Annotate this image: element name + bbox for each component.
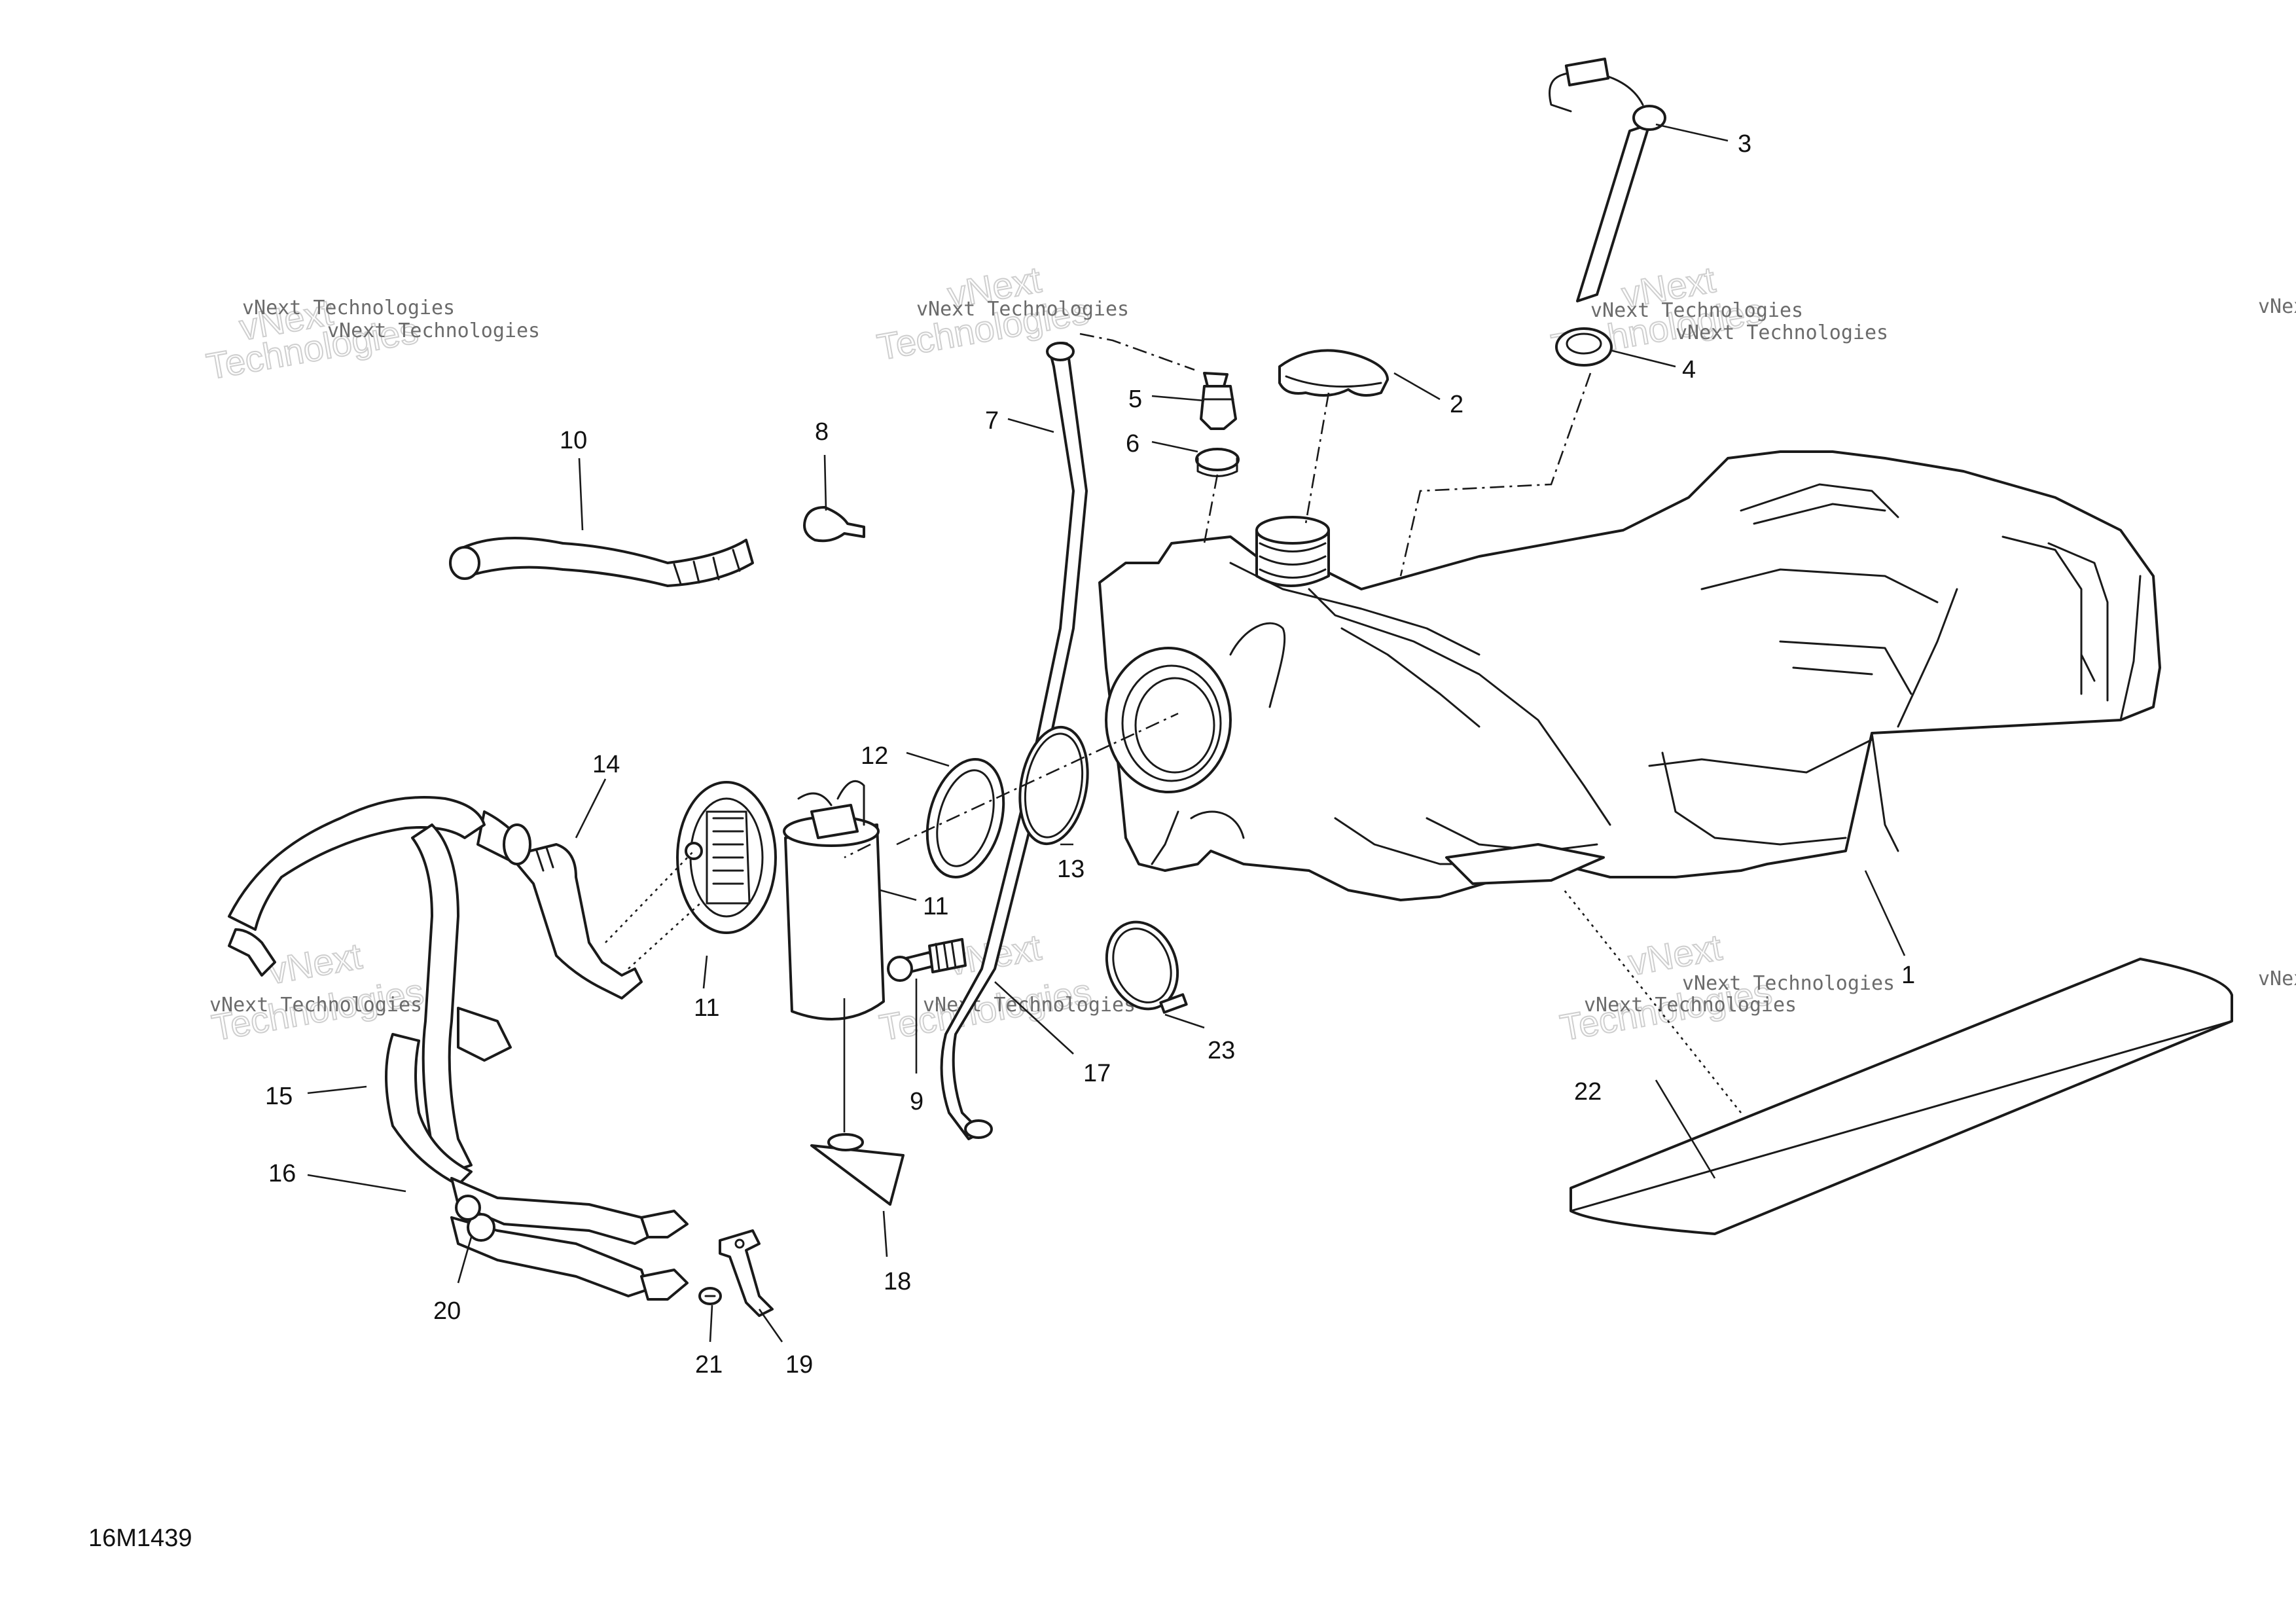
fuel-fitting (887, 938, 967, 982)
callout-2: 2 (1450, 391, 1463, 418)
callout-16: 16 (268, 1160, 296, 1187)
watermark-text: vNext Technologies (242, 297, 455, 319)
heat-shield-pad (1570, 958, 2233, 1235)
callout-12: 12 (861, 742, 888, 770)
watermark-text: vNext Technologies (1584, 994, 1797, 1017)
callout-22: 22 (1574, 1078, 1602, 1106)
fuel-cap (1278, 349, 1389, 397)
callout-13: 13 (1057, 856, 1085, 883)
callout-4: 4 (1682, 356, 1696, 384)
callout-6: 6 (1126, 430, 1139, 458)
watermark-text: vNext Technologies (327, 319, 540, 342)
callout-23: 23 (1208, 1037, 1235, 1064)
watermark-text: vNext Technologies (2258, 967, 2296, 990)
callout-labels: 1 2 3 4 5 6 7 8 9 10 11 11 12 13 14 15 1… (265, 130, 1915, 1379)
watermark-text: vNext Technologies (209, 994, 422, 1017)
callout-18: 18 (884, 1268, 911, 1295)
callout-leaders (307, 123, 1906, 1343)
callout-7: 7 (985, 407, 999, 435)
o-ring (1018, 725, 1089, 846)
hose-clamp-large (1105, 920, 1188, 1014)
mounting-bracket (719, 1229, 774, 1317)
watermark-text: vNext Technologies (916, 298, 1129, 321)
fill-hose (449, 537, 754, 587)
callout-1: 1 (1901, 962, 1915, 989)
callout-20: 20 (433, 1297, 461, 1325)
watermark-text: vNext Technologies (1676, 321, 1888, 344)
assembly-lines (605, 333, 1742, 1132)
return-hose-assembly (228, 796, 689, 1301)
callout-15: 15 (265, 1083, 293, 1110)
screw (698, 1287, 722, 1305)
callout-17: 17 (1083, 1060, 1111, 1087)
watermark-text: vNext Technologies (2258, 295, 2296, 318)
fuel-pump-flange (676, 781, 777, 934)
callout-9: 9 (910, 1088, 924, 1115)
fuel-tank (1098, 450, 2161, 901)
lock-ring (925, 758, 1005, 878)
callout-19: 19 (785, 1351, 813, 1379)
callout-11-flange: 11 (694, 994, 719, 1022)
fuel-strainer (810, 1133, 905, 1206)
fuel-level-sender (1548, 58, 1666, 302)
callout-14: 14 (592, 751, 620, 778)
callout-10: 10 (560, 427, 587, 454)
watermark-text: vNext Technologies (1590, 299, 1803, 322)
supply-hose (476, 810, 643, 1000)
callout-3: 3 (1738, 130, 1751, 158)
callout-8: 8 (815, 418, 829, 446)
callout-5: 5 (1128, 386, 1142, 413)
hose-clamp-small (803, 506, 865, 543)
vent-valve (1200, 372, 1237, 430)
vent-tube (940, 342, 1088, 1140)
fuel-pump-module (783, 780, 885, 1020)
callout-21: 21 (695, 1351, 723, 1379)
valve-seal (1195, 448, 1240, 477)
watermark-text: vNext Technologies (1682, 972, 1895, 995)
diagram-reference-code: 16M1439 (88, 1525, 192, 1552)
callout-11-pump: 11 (923, 893, 948, 920)
grommet (1555, 327, 1613, 367)
